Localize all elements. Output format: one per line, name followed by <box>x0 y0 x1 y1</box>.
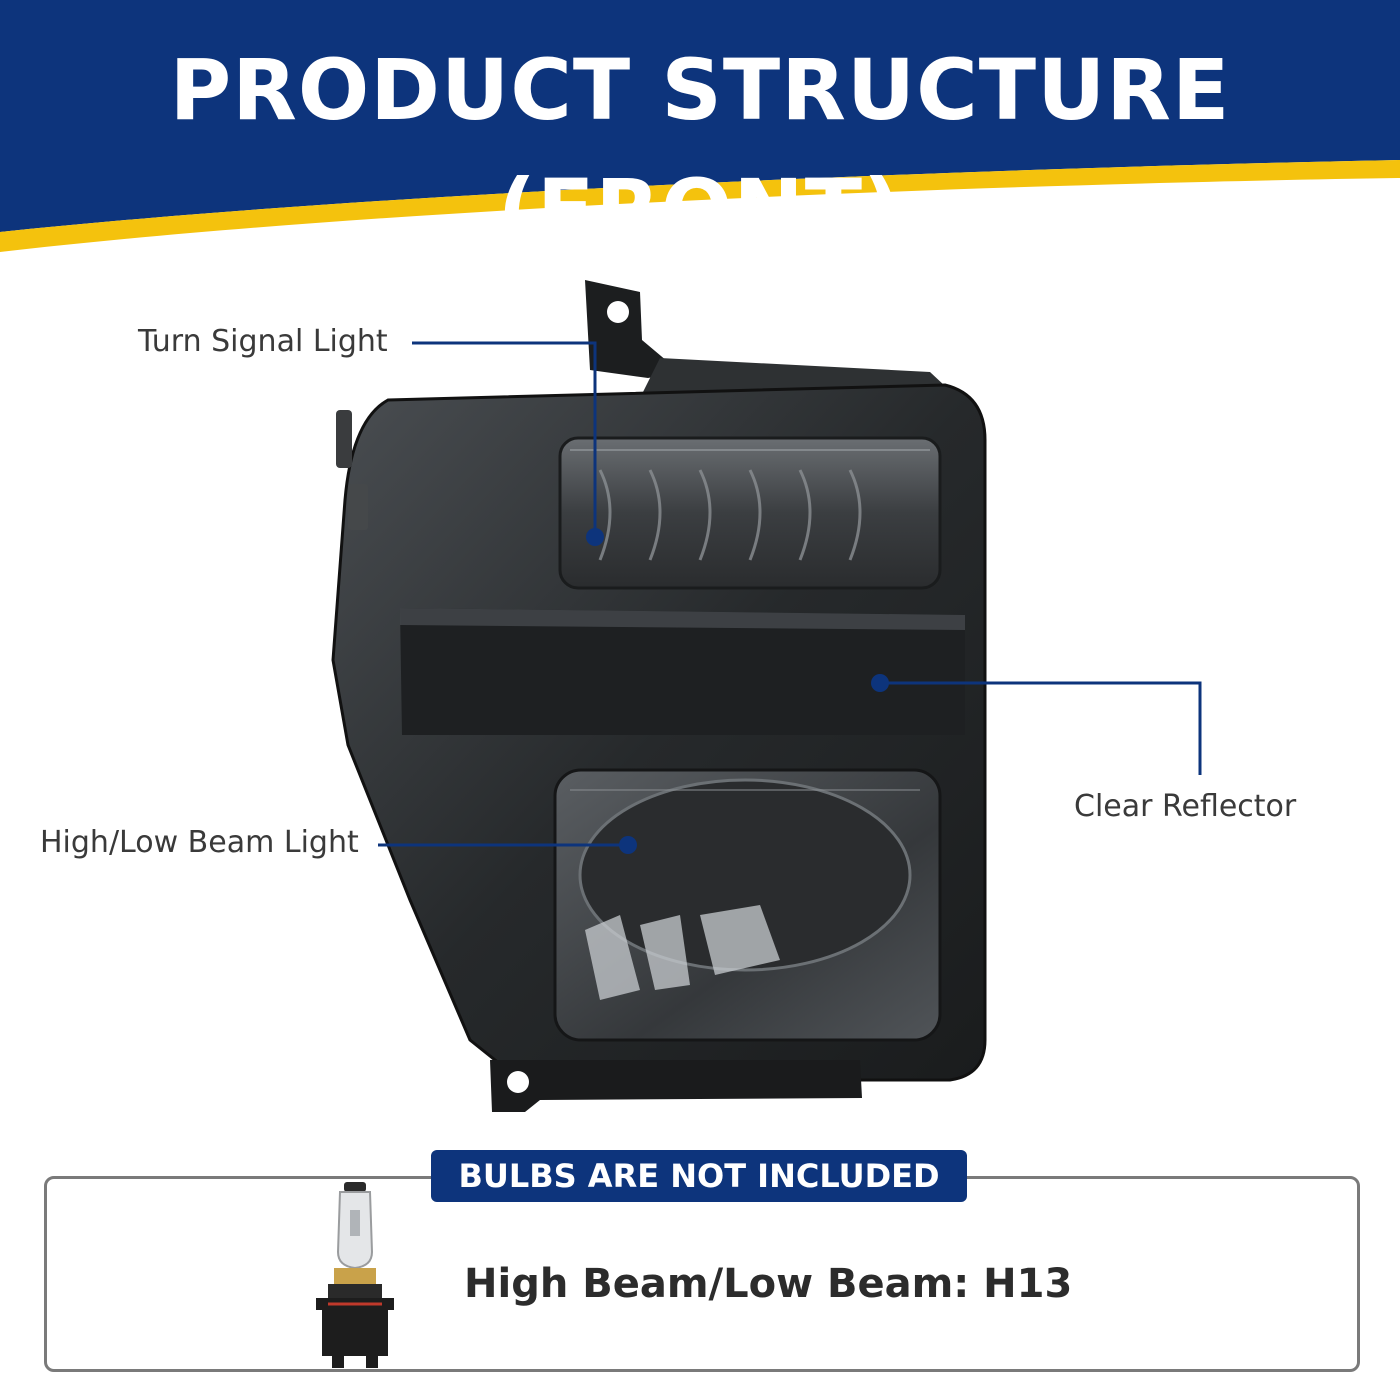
bottom-mount <box>490 1060 862 1112</box>
page-title: PRODUCT STRUCTURE (FRONT) <box>169 41 1231 259</box>
clear-reflector-band <box>400 608 965 735</box>
header-wave-shape <box>0 0 1400 252</box>
clear-reflector-label: Clear Reflector <box>1074 789 1297 824</box>
side-clip <box>336 410 352 468</box>
turn-signal-lens <box>558 436 942 590</box>
beam-marker <box>619 836 637 854</box>
turn-signal-label: Turn Signal Light <box>138 324 388 359</box>
header-banner: PRODUCT STRUCTURE (FRONT) <box>0 0 1400 260</box>
bracket-hole <box>607 301 629 323</box>
mounting-bracket <box>585 280 680 378</box>
high-low-beam-label: High/Low Beam Light <box>40 825 359 860</box>
side-clip <box>348 484 368 530</box>
bottom-mount-hole <box>507 1071 529 1093</box>
h13-bulb-icon <box>316 1182 394 1368</box>
bulbs-not-included-badge: BULBS ARE NOT INCLUDED <box>431 1150 967 1202</box>
beam-highlights <box>585 905 780 1000</box>
bulb-spec-text: High Beam/Low Beam: H13 <box>464 1261 1073 1307</box>
reflector-marker <box>871 674 889 692</box>
callout-lines <box>378 341 1202 847</box>
turn-signal-reflector-ribs <box>598 469 862 561</box>
turn-signal-marker <box>586 528 604 546</box>
headlight-illustration <box>331 280 1202 1112</box>
